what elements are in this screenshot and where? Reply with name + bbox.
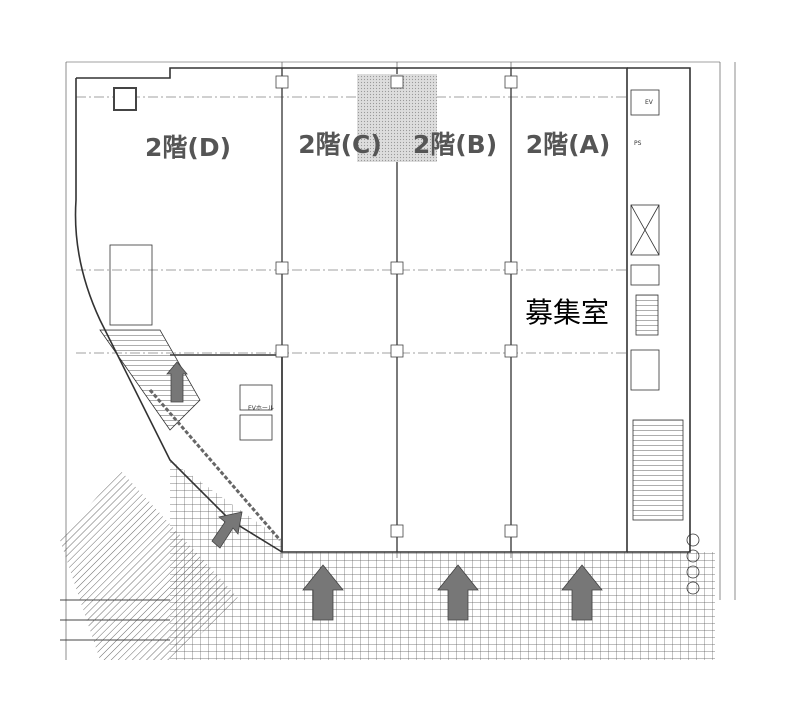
exterior-paving xyxy=(60,460,715,660)
unit-label-c[interactable]: 2階(C) xyxy=(298,130,382,159)
vacancy-label: 募集室 xyxy=(525,296,609,329)
ps-label: PS xyxy=(634,140,642,147)
unit-label-a[interactable]: 2階(A) xyxy=(526,130,611,159)
columns xyxy=(113,75,518,538)
entrance-arrow-icon xyxy=(211,511,243,549)
elevator-label: EV xyxy=(645,99,654,106)
core-rooms xyxy=(99,89,700,595)
building-walls xyxy=(74,67,691,553)
entrance-arrow-icon xyxy=(302,564,344,621)
unit-label-d[interactable]: 2階(D) xyxy=(145,133,231,162)
void-area xyxy=(357,74,437,162)
unit-label-b[interactable]: 2階(B) xyxy=(413,130,497,159)
entrance-arrow-icon xyxy=(561,564,603,621)
entrance-arrow-icon xyxy=(166,361,188,403)
elevator-hall-label: EVホール xyxy=(248,405,274,412)
entrance-arrow-icon xyxy=(437,564,479,621)
